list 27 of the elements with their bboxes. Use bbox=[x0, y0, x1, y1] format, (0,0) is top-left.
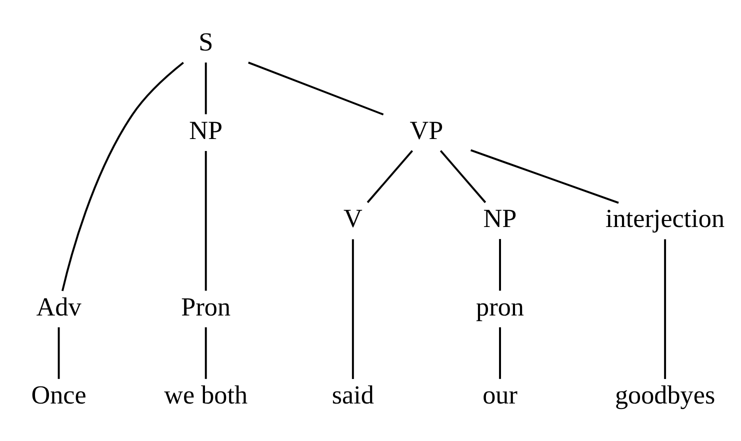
connector bbox=[61, 61, 184, 291]
connector bbox=[440, 150, 486, 203]
connector bbox=[204, 150, 207, 290]
node-text: VP bbox=[410, 115, 444, 144]
connector bbox=[204, 62, 207, 114]
connector bbox=[204, 326, 207, 378]
connector bbox=[352, 238, 354, 379]
node-text: Adv bbox=[36, 292, 82, 321]
node-text: said bbox=[332, 380, 374, 410]
node-text: pron bbox=[476, 292, 524, 321]
node-text: Pron bbox=[181, 292, 231, 321]
node-text: we both bbox=[164, 380, 248, 410]
connector bbox=[366, 150, 414, 203]
connector bbox=[248, 61, 384, 115]
node-text: Once bbox=[31, 380, 86, 410]
connector bbox=[58, 326, 60, 378]
node-text: NP bbox=[189, 115, 223, 144]
node-text: S bbox=[198, 27, 214, 56]
node-text: NP bbox=[483, 204, 517, 233]
node-text: goodbyes bbox=[614, 380, 716, 410]
connector bbox=[664, 238, 666, 379]
connector bbox=[499, 326, 501, 378]
node-text: interjection bbox=[606, 204, 725, 233]
connector bbox=[499, 238, 501, 290]
connector bbox=[470, 148, 619, 204]
node-text: our bbox=[482, 380, 518, 410]
node-text: V bbox=[343, 204, 362, 233]
